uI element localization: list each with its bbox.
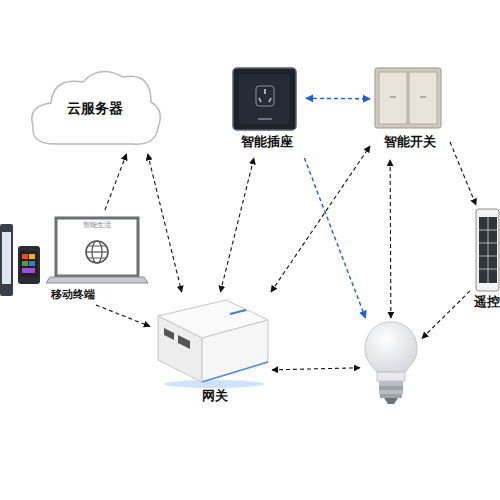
illustration-part <box>158 316 202 382</box>
node-label: 移动终端 <box>38 289 108 302</box>
remote-control: 遥控 <box>470 205 500 315</box>
illustration-part <box>409 72 437 124</box>
illustration-part <box>178 335 190 349</box>
illustration-part <box>88 258 106 259</box>
light-bulb <box>360 318 422 408</box>
node-label: 网关 <box>190 389 240 404</box>
illustration-part <box>20 251 38 277</box>
illustration-part <box>46 277 148 283</box>
dashed-arrow <box>450 142 476 205</box>
illustration-part <box>379 72 407 124</box>
gateway-box: 网关 <box>150 292 272 407</box>
illustration-part <box>29 261 35 266</box>
dashed-arrow <box>272 368 360 370</box>
illustration-part <box>479 269 497 270</box>
illustration-part <box>379 386 403 390</box>
illustration-part <box>56 218 138 276</box>
cloud-server: 云服务器 <box>25 62 165 154</box>
illustration-part <box>22 268 35 273</box>
dashed-arrow <box>304 158 365 318</box>
smart-switch: 智能开关 <box>370 66 450 160</box>
mobile-terminal: 智能生活移动终端 <box>0 210 150 305</box>
smart-socket: 智能插座 <box>228 66 306 158</box>
dashed-arrow <box>105 154 127 210</box>
illustration-part <box>202 320 268 382</box>
illustration-part <box>377 372 405 381</box>
illustration-part <box>18 246 40 284</box>
illustration-part <box>479 256 497 257</box>
device-illustration <box>360 318 422 408</box>
dashed-arrow <box>271 146 370 292</box>
illustration-part <box>479 243 497 244</box>
illustration-part <box>375 68 441 128</box>
illustration-part <box>259 98 261 102</box>
dashed-arrow <box>306 98 370 100</box>
node-label: 遥控 <box>474 295 500 310</box>
illustration-part <box>29 254 35 259</box>
node-label: 智能开关 <box>370 135 450 150</box>
illustration-part <box>202 362 268 382</box>
illustration-part <box>86 241 108 263</box>
illustration-part <box>256 86 274 106</box>
illustration-part <box>488 217 489 283</box>
illustration-part <box>476 209 499 291</box>
illustration-part <box>420 96 426 97</box>
illustration-part <box>390 96 396 97</box>
dashed-arrow <box>96 305 150 326</box>
dashed-arrow <box>220 158 254 292</box>
illustration-part <box>479 217 497 283</box>
dashed-arrow <box>148 154 182 292</box>
illustration-part <box>384 398 398 404</box>
illustration-part <box>88 246 106 247</box>
screen-text: 智能生活 <box>56 221 138 229</box>
dashed-arrow <box>422 291 470 339</box>
illustration-part <box>479 230 497 231</box>
illustration-part <box>164 328 174 340</box>
illustration-part <box>379 381 403 386</box>
illustration-part <box>239 74 290 124</box>
illustration-part <box>2 232 11 284</box>
illustration-part <box>233 68 296 130</box>
illustration-part <box>264 89 266 94</box>
node-label: 智能插座 <box>228 135 306 150</box>
illustration-part <box>22 254 28 259</box>
illustration-part <box>86 251 108 252</box>
illustration-part <box>230 310 246 314</box>
dashed-arrow <box>390 160 392 318</box>
illustration-part <box>258 118 272 120</box>
illustration-part <box>0 224 13 296</box>
illustration-part <box>22 261 28 266</box>
illustration-part <box>365 322 417 372</box>
illustration-part <box>380 394 402 398</box>
illustration-part <box>379 390 403 394</box>
illustration-part <box>164 380 264 388</box>
node-label: 云服务器 <box>25 100 165 116</box>
illustration-part <box>269 98 271 102</box>
